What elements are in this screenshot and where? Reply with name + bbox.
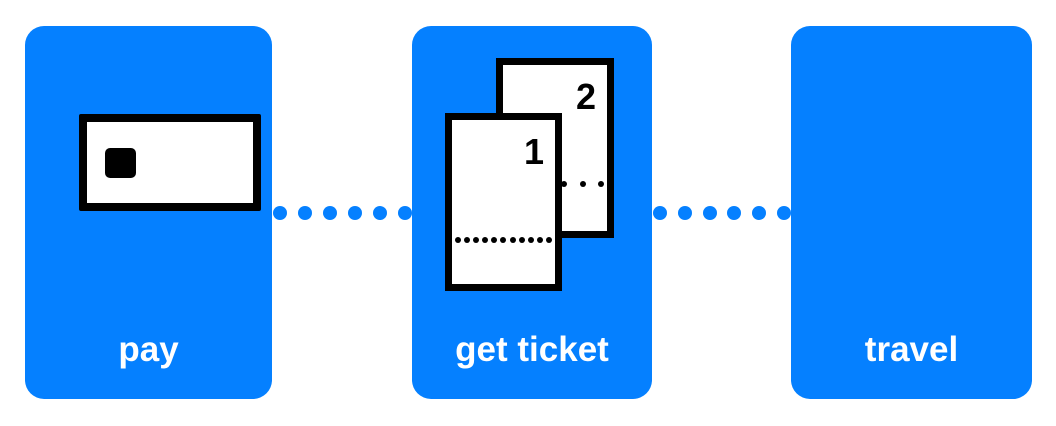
connector-dot: [653, 206, 667, 220]
ticket-perforation-line: [455, 237, 552, 243]
step-label-travel: travel: [864, 330, 959, 369]
connector-dot: [702, 206, 717, 220]
connector-dot: [273, 206, 287, 220]
connector-ticket-to-travel: [653, 206, 791, 220]
connector-dot: [776, 206, 791, 220]
connector-dot: [348, 206, 362, 220]
connector-dot: [752, 206, 767, 220]
connector-dot: [677, 206, 692, 220]
step-card-pay[interactable]: pay: [25, 26, 272, 399]
step-label-pay: pay: [118, 330, 179, 369]
connector-dot: [373, 206, 387, 220]
ticket-number-2: 2: [575, 76, 596, 117]
step-card-travel[interactable]: travel: [791, 26, 1032, 399]
connector-dot: [727, 206, 742, 220]
connector-dot: [398, 206, 412, 220]
payment-card-icon: [79, 114, 261, 211]
connector-dot: [298, 206, 312, 220]
card-chip-icon: [105, 148, 136, 178]
ticket-icon-front: 1: [445, 113, 562, 291]
step-label-get-ticket: get ticket: [455, 330, 609, 369]
connector-pay-to-ticket: [273, 206, 412, 220]
ticket-number-1: 1: [523, 131, 544, 172]
connector-dot: [323, 206, 337, 220]
